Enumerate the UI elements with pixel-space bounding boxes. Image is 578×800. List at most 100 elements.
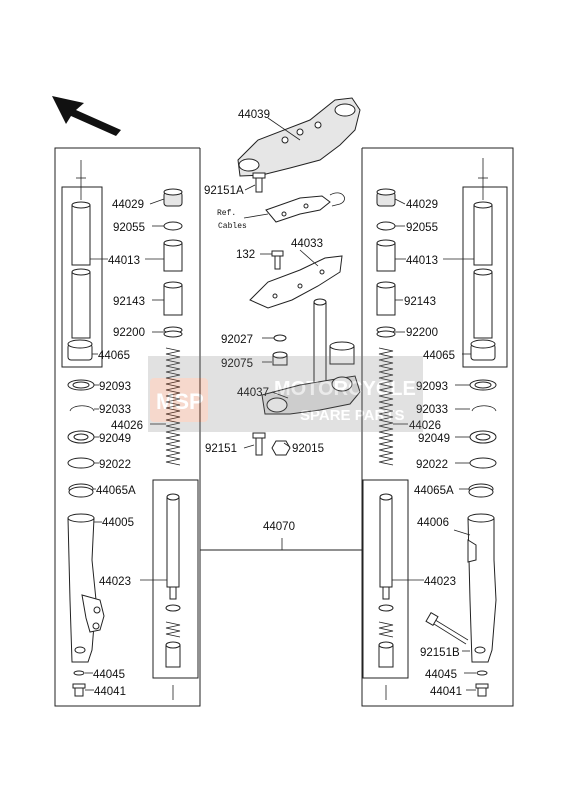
- right-upper-inner-box: [462, 186, 508, 368]
- right-seal-92093: [469, 379, 497, 391]
- right-washer-44045: [476, 670, 488, 676]
- right-fork-frame: [361, 147, 514, 707]
- part-label-right-44006: 44006: [417, 517, 449, 529]
- part-label-92151A: 92151A: [204, 185, 244, 197]
- left-oring-92055: [163, 221, 183, 231]
- part-label-left-44065A: 44065A: [96, 485, 136, 497]
- left-seal-92049: [67, 430, 95, 444]
- bolt-92151A: [252, 172, 266, 193]
- left-clip-92033: [69, 405, 95, 412]
- part-label-left-92022: 92022: [99, 459, 131, 471]
- ref-note-line1: Ref.: [217, 209, 236, 218]
- part-label-132: 132: [236, 249, 255, 261]
- part-label-right-92049: 92049: [418, 433, 450, 445]
- part-label-left-44045: 44045: [93, 669, 125, 681]
- right-spacer-92143: [376, 281, 396, 316]
- part-label-right-44065: 44065: [423, 350, 455, 362]
- part-label-left-92033: 92033: [99, 404, 131, 416]
- part-label-left-44013: 44013: [108, 255, 140, 267]
- right-cap-44029: [376, 188, 396, 207]
- right-bolt-92151B: [425, 611, 469, 645]
- left-seal-92093: [67, 379, 95, 391]
- front-direction-arrow-icon: [52, 96, 121, 136]
- right-inner-tube-44013: [473, 158, 493, 339]
- watermark-logo: MSP: [156, 389, 204, 414]
- part-label-right-44045: 44045: [425, 669, 457, 681]
- part-label-left-44026: 44026: [111, 420, 143, 432]
- part-label-left-44029: 44029: [112, 199, 144, 211]
- part-label-right-44065A: 44065A: [414, 485, 454, 497]
- watermark: MSP MOTORCYCLE SPARE PARTS: [148, 356, 423, 432]
- left-outer-tube-44005: [67, 513, 105, 663]
- watermark-line2: SPARE PARTS: [300, 407, 404, 424]
- part-label-left-44065: 44065: [98, 350, 130, 362]
- right-washer-92200: [376, 326, 396, 338]
- right-bushing-44065: [470, 339, 496, 361]
- part-label-92027: 92027: [221, 334, 253, 346]
- screw-132: [271, 250, 284, 270]
- nut-92015: [271, 440, 291, 456]
- part-label-44037: 44037: [237, 387, 269, 399]
- right-oring-92055: [376, 221, 396, 231]
- part-label-44033: 44033: [291, 238, 323, 250]
- part-label-right-92143: 92143: [404, 296, 436, 308]
- part-label-left-92093: 92093: [99, 381, 131, 393]
- collar-92075: [272, 351, 288, 366]
- left-spacer-92143: [163, 281, 183, 316]
- right-washer-92022: [469, 457, 497, 469]
- part-label-left-92143: 92143: [113, 296, 145, 308]
- cable-guide-bracket: [265, 192, 345, 223]
- part-label-left-44005: 44005: [102, 517, 134, 529]
- left-washer-92022: [67, 457, 95, 469]
- part-label-92015: 92015: [292, 443, 324, 455]
- part-label-right-92055: 92055: [406, 222, 438, 234]
- washer-92027: [273, 334, 287, 342]
- right-damper-rod-44023: [378, 493, 394, 700]
- part-label-right-44026: 44026: [409, 420, 441, 432]
- left-lower-inner-box: [152, 479, 199, 679]
- part-label-92075: 92075: [221, 358, 253, 370]
- ref-note-line2: Cables: [218, 222, 247, 231]
- steering-stem-44037: [261, 298, 361, 415]
- left-washer-92200: [163, 326, 183, 338]
- part-label-right-92151B: 92151B: [420, 647, 460, 659]
- part-label-right-92200: 92200: [406, 327, 438, 339]
- right-outer-tube-44006: [467, 513, 497, 663]
- part-label-right-44013: 44013: [406, 255, 438, 267]
- right-clip-92033: [471, 405, 497, 412]
- right-seal-92049: [469, 430, 497, 444]
- left-bolt-44041: [72, 683, 86, 697]
- left-washer-44045: [73, 670, 85, 676]
- right-fork-spring: [378, 347, 394, 466]
- part-label-right-44023: 44023: [424, 576, 456, 588]
- watermark-line1: MOTORCYCLE: [274, 378, 416, 400]
- right-bolt-44041: [475, 683, 489, 697]
- left-bushing-44065: [67, 339, 93, 361]
- right-spacer-44013-upper: [376, 239, 396, 272]
- left-bushing-44065A: [68, 483, 94, 498]
- part-label-left-92049: 92049: [99, 433, 131, 445]
- part-label-right-44029: 44029: [406, 199, 438, 211]
- bolt-92151: [252, 432, 266, 456]
- headlight-bracket-44033: [249, 255, 343, 309]
- left-upper-inner-box: [61, 186, 103, 368]
- left-cap-44029: [163, 188, 183, 207]
- part-label-right-92022: 92022: [416, 459, 448, 471]
- part-label-right-44041: 44041: [430, 686, 462, 698]
- right-bushing-44065A: [468, 483, 494, 498]
- left-damper-rod-44023: [165, 493, 181, 700]
- left-fork-spring: [165, 347, 181, 466]
- part-label-44039: 44039: [238, 109, 270, 121]
- part-label-left-44023: 44023: [99, 576, 131, 588]
- left-fork-frame: [54, 147, 201, 707]
- right-lower-inner-box: [362, 479, 409, 679]
- part-label-left-44041: 44041: [94, 686, 126, 698]
- part-label-left-92055: 92055: [113, 222, 145, 234]
- part-label-92151: 92151: [205, 443, 237, 455]
- part-label-right-92033: 92033: [416, 404, 448, 416]
- part-label-right-92093: 92093: [416, 381, 448, 393]
- part-label-44070: 44070: [263, 521, 295, 533]
- part-label-left-92200: 92200: [113, 327, 145, 339]
- left-inner-tube-44013: [71, 160, 91, 339]
